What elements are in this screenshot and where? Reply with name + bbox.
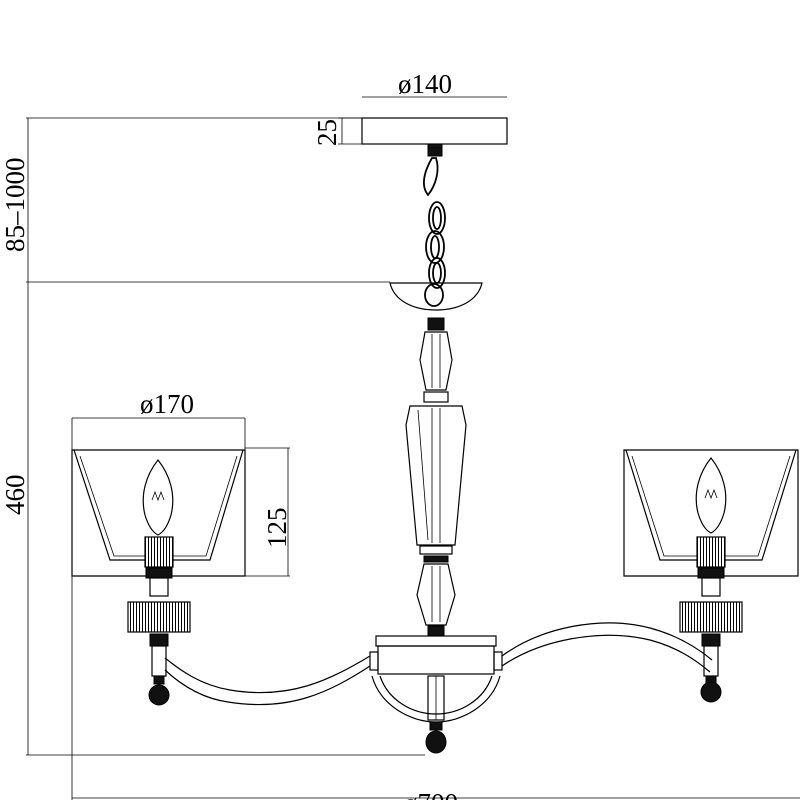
- central-hub: [369, 635, 503, 754]
- canopy-diameter-label: ø140: [398, 69, 452, 99]
- overall-diameter-label: ø700: [404, 788, 458, 800]
- ceiling-canopy: [361, 117, 508, 157]
- left-lamp: [71, 449, 246, 706]
- top-bowl: [389, 282, 483, 311]
- suspension-length-label: 85–1000: [0, 158, 30, 253]
- right-arm: [501, 622, 713, 673]
- shade-diameter-label: ø170: [140, 389, 194, 419]
- left-arm: [164, 655, 371, 706]
- right-lamp: [623, 449, 799, 703]
- suspension-chain: [423, 157, 446, 307]
- central-stem: [405, 317, 467, 637]
- canopy-height-label: 25: [312, 119, 342, 146]
- dimension-lines: [26, 96, 800, 800]
- shade-height-label: 125: [262, 508, 292, 549]
- body-height-label: 460: [0, 475, 30, 516]
